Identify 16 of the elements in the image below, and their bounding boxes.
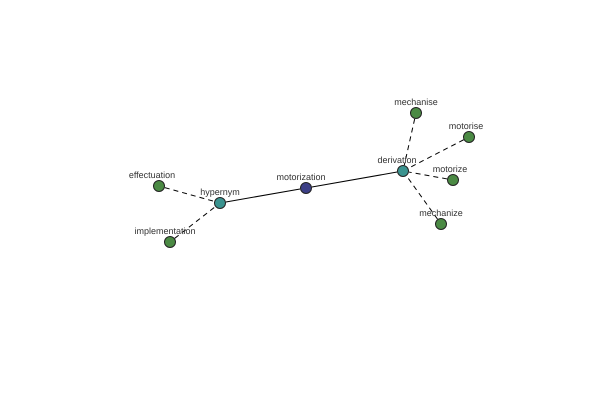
dashed-connector <box>164 187 215 202</box>
node-label: motorise <box>448 121 484 131</box>
node-label: implementation <box>134 226 196 236</box>
node-label: mechanize <box>419 208 463 218</box>
node-label: motorization <box>276 172 326 182</box>
node-label: motorize <box>432 164 468 174</box>
node-label: effectuation <box>128 170 176 180</box>
node-label: hypernym <box>200 187 240 197</box>
dashed-connector <box>406 175 438 220</box>
dashed-connector <box>404 118 416 166</box>
node-label: derivation <box>377 155 417 165</box>
dashed-connector <box>174 206 216 239</box>
node-label: mechanise <box>394 97 438 107</box>
dashed-connector <box>408 172 448 180</box>
connector-line <box>311 172 398 188</box>
connector-line <box>225 188 301 202</box>
